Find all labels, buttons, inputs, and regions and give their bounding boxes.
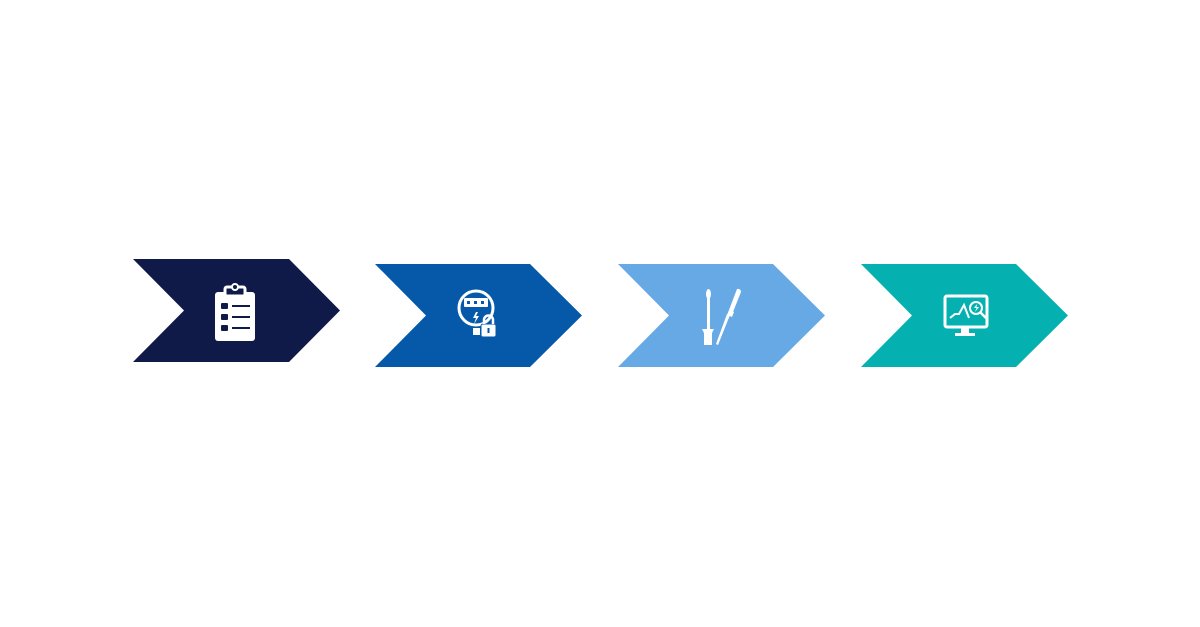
clipboard-checklist-icon	[215, 283, 255, 341]
chevron-shape	[375, 264, 582, 367]
electric-meter-lock-icon	[457, 289, 497, 338]
monitor-analysis-icon	[943, 294, 989, 336]
step-1-chevron	[133, 259, 340, 362]
step-3-chevron	[618, 264, 825, 367]
screwdriver-tools-icon	[702, 288, 742, 345]
chevron-shape	[618, 264, 825, 367]
chevron-shape	[861, 264, 1068, 367]
step-2-chevron	[375, 264, 582, 367]
step-4-chevron	[861, 264, 1068, 367]
